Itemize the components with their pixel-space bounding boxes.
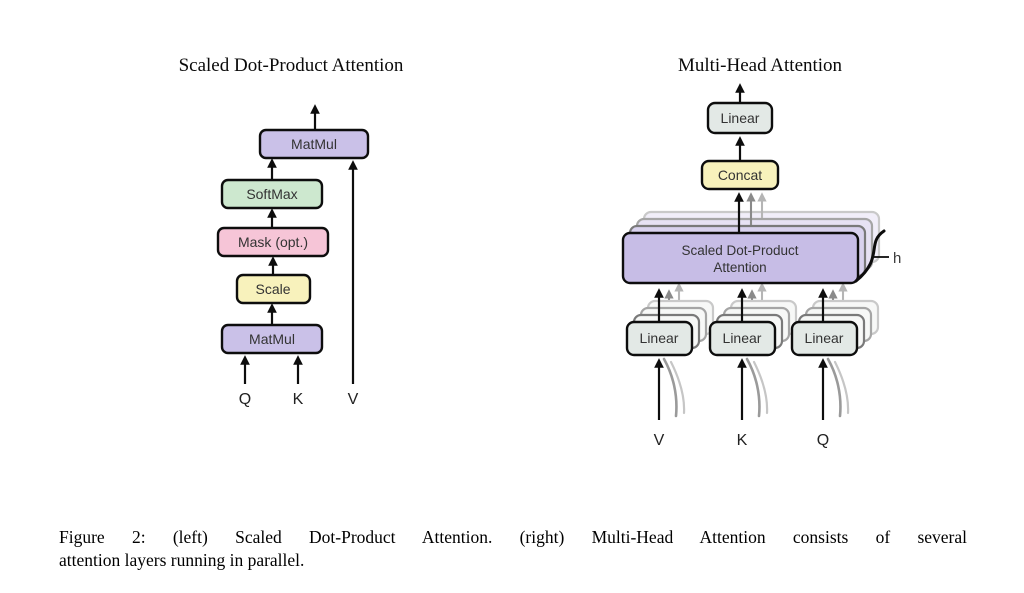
arrow-shadow (745, 357, 761, 418)
mha-attention-label-line1: Scaled Dot-Product (681, 243, 798, 258)
mha-attention-label-line2: Attention (713, 260, 766, 275)
arrow-shadow (826, 357, 842, 418)
concat-label: Concat (718, 167, 762, 183)
linear-v-label: Linear (640, 330, 679, 346)
linear-top-box (706, 101, 774, 135)
figure-caption: Figure 2: (left) Scaled Dot-Product Atte… (59, 526, 967, 572)
head-count-label: h (893, 250, 901, 267)
mha-attention-box (621, 231, 860, 285)
attention-figure: Scaled Dot-Product Attention MatMul Soft… (179, 55, 902, 449)
softmax-label: SoftMax (246, 186, 297, 202)
q-input-label: Q (239, 391, 251, 408)
linear-k-box (708, 320, 777, 357)
k-input-label: K (737, 432, 748, 449)
matmul-top-box (258, 128, 370, 160)
sdpa-title: Scaled Dot-Product Attention (179, 55, 404, 76)
linear-k-label: Linear (723, 330, 762, 346)
v-input-label: V (654, 432, 665, 449)
concat-box (700, 159, 780, 191)
v-input-label: V (348, 391, 359, 408)
arrow-shadow (662, 357, 678, 418)
mha-title: Multi-Head Attention (678, 55, 843, 76)
arrow-shadow (669, 360, 686, 415)
caption-line1: Figure 2: (left) Scaled Dot-Product Atte… (59, 527, 967, 547)
linear-v-box (625, 320, 694, 357)
matmul-top-label: MatMul (291, 136, 337, 152)
arrow-shadow (752, 360, 769, 415)
linear-top-label: Linear (721, 110, 760, 126)
linear-q-label: Linear (805, 330, 844, 346)
head-count-brace (854, 229, 886, 283)
caption-line2: attention layers running in parallel. (59, 550, 305, 570)
mask-box (216, 226, 330, 258)
softmax-box (220, 178, 324, 210)
k-input-label: K (293, 391, 304, 408)
scale-label: Scale (255, 281, 290, 297)
scale-box (235, 273, 312, 305)
linear-q-box (790, 320, 859, 357)
q-input-label: Q (817, 432, 829, 449)
sdpa-diagram: Scaled Dot-Product Attention MatMul Soft… (179, 55, 404, 408)
arrow-shadow (833, 360, 850, 415)
mha-diagram: Multi-Head Attention Linear Concat Scale… (621, 55, 901, 449)
mask-label: Mask (opt.) (238, 234, 308, 250)
matmul-bottom-label: MatMul (249, 331, 295, 347)
matmul-bottom-box (220, 323, 324, 355)
